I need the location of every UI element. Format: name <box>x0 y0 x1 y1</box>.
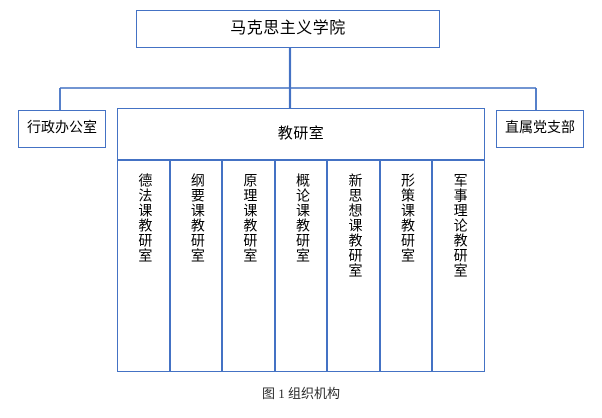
node-sub-department: 德法课教研室 <box>117 160 170 372</box>
node-admin-office-label: 行政办公室 <box>27 121 97 137</box>
node-teaching-research: 教研室 <box>117 108 485 160</box>
node-sub-department-label: 概论课教研室 <box>293 173 309 263</box>
node-sub-department: 原理课教研室 <box>222 160 275 372</box>
node-root-institution: 马克思主义学院 <box>136 10 440 48</box>
node-sub-department: 纲要课教研室 <box>168 160 224 372</box>
node-sub-department-label: 德法课教研室 <box>136 173 152 263</box>
node-party-branch-label: 直属党支部 <box>505 121 575 137</box>
node-root-institution-label: 马克思主义学院 <box>230 20 346 38</box>
sub-department-row: 德法课教研室 纲要课教研室 原理课教研室 概论课教研室 新思想课教研室 形策课教… <box>117 160 486 372</box>
node-sub-department: 军事理论教研室 <box>432 160 486 372</box>
node-sub-department-label: 纲要课教研室 <box>188 173 204 263</box>
node-sub-department-label: 新思想课教研室 <box>346 173 362 278</box>
node-sub-department: 概论课教研室 <box>273 160 329 372</box>
node-sub-department-label: 军事理论教研室 <box>451 173 467 278</box>
node-admin-office: 行政办公室 <box>18 110 106 148</box>
figure-caption: 图 1 组织机构 <box>261 386 340 401</box>
node-teaching-research-label: 教研室 <box>277 125 325 142</box>
node-sub-department: 形策课教研室 <box>378 160 434 372</box>
node-sub-department-label: 形策课教研室 <box>399 173 415 263</box>
node-sub-department: 新思想课教研室 <box>327 160 380 372</box>
node-sub-department-label: 原理课教研室 <box>241 173 257 263</box>
node-party-branch: 直属党支部 <box>496 110 584 148</box>
